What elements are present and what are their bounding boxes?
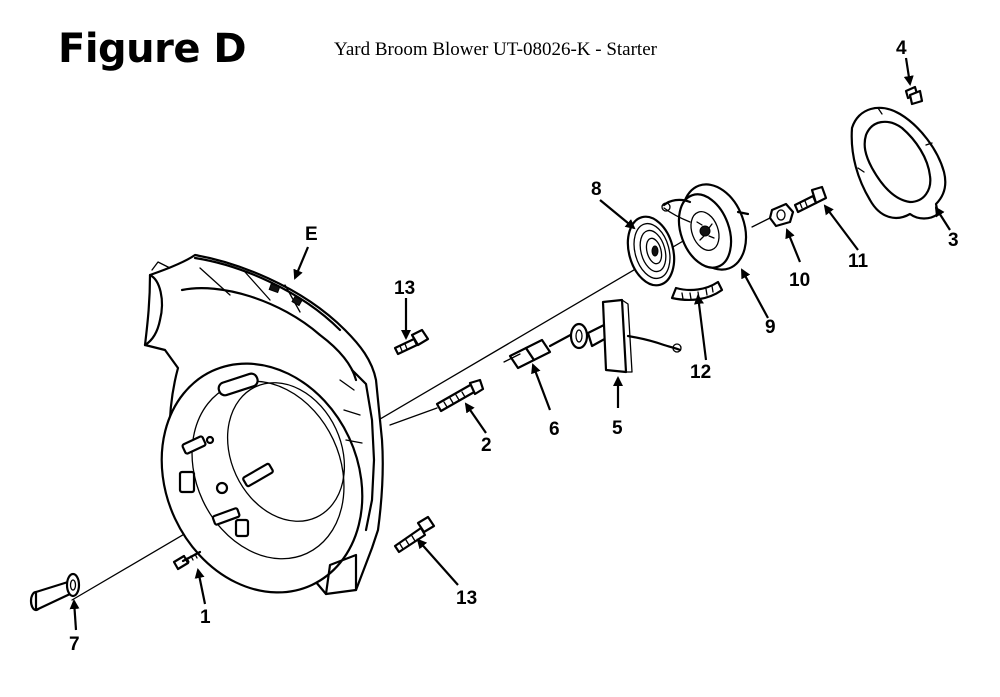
callout-e: E (305, 224, 318, 245)
cord-grip-part-6 (503, 330, 578, 370)
callout-5: 5 (612, 418, 623, 439)
callout-7: 7 (69, 634, 80, 655)
assembly-axis-line (71, 236, 691, 601)
callout-9: 9 (765, 317, 776, 338)
screw-part-13-upper (393, 328, 430, 356)
t-handle-part-5 (569, 298, 682, 374)
starter-pulley-part-9 (661, 183, 750, 271)
diagram-subtitle: Yard Broom Blower UT-08026-K - Starter (334, 39, 657, 60)
callout-12: 12 (690, 362, 711, 383)
callout-8: 8 (591, 179, 602, 200)
gasket-part-3 (850, 106, 947, 220)
starter-pawl-part-12 (670, 280, 724, 301)
callout-13-lower: 13 (456, 588, 477, 609)
callout-2: 2 (481, 435, 492, 456)
nut-part-10 (751, 202, 795, 228)
bolt-part-2 (389, 378, 485, 426)
screw-part-1 (172, 550, 202, 571)
figure-title: Figure D (58, 26, 247, 72)
callout-1: 1 (200, 607, 211, 628)
callout-11: 11 (848, 251, 869, 272)
leader-arrows (69, 57, 951, 631)
recoil-spring-part-8 (626, 215, 676, 287)
blower-housing (143, 253, 384, 596)
callout-10: 10 (789, 270, 810, 291)
screw-part-13-lower (393, 515, 436, 554)
screw-part-11 (793, 185, 828, 214)
callout-3: 3 (948, 230, 959, 251)
callout-13-upper: 13 (394, 278, 415, 299)
bolt-part-7 (29, 572, 81, 612)
screw-part-4 (904, 85, 924, 106)
callout-6: 6 (549, 419, 560, 440)
callout-4: 4 (896, 38, 907, 59)
